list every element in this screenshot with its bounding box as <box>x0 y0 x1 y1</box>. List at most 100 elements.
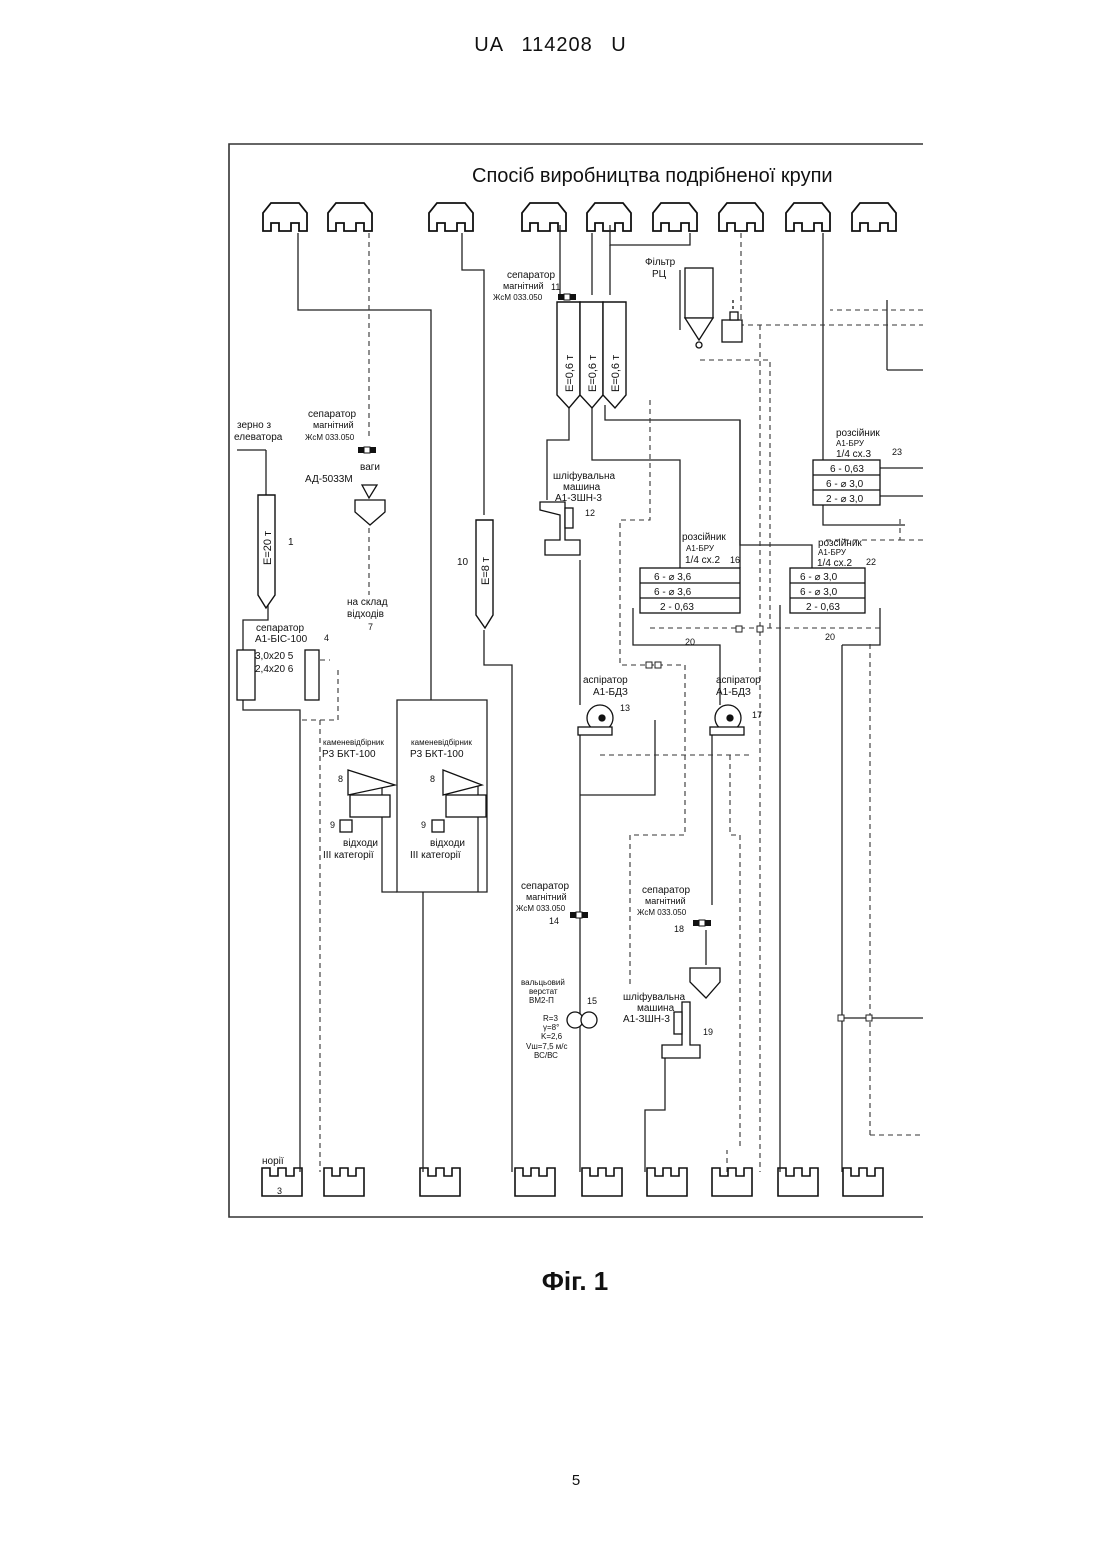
roll-param2: γ=8° <box>543 1023 559 1032</box>
elevator-cup-3 <box>420 1168 460 1196</box>
waste2-line1: відходи <box>430 838 465 849</box>
filter-line2: РЦ <box>652 269 667 280</box>
hopper-top-2 <box>328 203 372 231</box>
sifter23-line3: 1/4 сх.3 <box>836 449 871 460</box>
sifter22-line3: 1/4 сх.2 <box>817 558 852 569</box>
mag18-line1: сепаратор <box>642 885 690 896</box>
mag11-line2: магнітний <box>503 281 544 291</box>
roll-line2: верстат <box>529 987 558 996</box>
label-n12: 12 <box>585 508 595 518</box>
mag-left-line1: сепаратор <box>308 409 356 420</box>
elevator-cup-8 <box>778 1168 818 1196</box>
mag18-line2: магнітний <box>645 896 686 906</box>
stone-separator-1 <box>340 770 395 832</box>
roll-line3: ВМ2-П <box>529 996 554 1005</box>
hopper-top-3 <box>429 203 473 231</box>
roller-mill-15 <box>567 1012 597 1028</box>
elevator-cup-9 <box>843 1168 883 1196</box>
hopper-top-5 <box>587 203 631 231</box>
waste1-line1: відходи <box>343 838 378 849</box>
stone1-line2: Р3 БКТ-100 <box>322 749 376 760</box>
hopper-top-8 <box>786 203 830 231</box>
elevator-cup-2 <box>324 1168 364 1196</box>
label-n13: 13 <box>620 703 630 713</box>
scales-ad-50 <box>355 485 385 525</box>
sifter16-row2: 6 - ⌀ 3,6 <box>654 587 692 598</box>
diagram-title: Спосіб виробництва подрібненої крупи <box>472 165 833 187</box>
bin-10-capacity: Е=8 т <box>480 557 492 585</box>
elevator-cup-7 <box>712 1168 752 1196</box>
mag14-line3: ЖсМ 033.050 <box>516 904 566 913</box>
sifter16-line3: 1/4 сх.2 <box>685 555 720 566</box>
sieve-a: 3,0х20 5 <box>255 651 294 662</box>
label-n18: 18 <box>674 924 684 934</box>
mag11-line3: ЖсМ 033.050 <box>493 293 543 302</box>
mag-left-line2: магнітний <box>313 420 354 430</box>
mag14-line1: сепаратор <box>521 881 569 892</box>
elevator-cup-4 <box>515 1168 555 1196</box>
magnetic-separator-18 <box>693 920 711 926</box>
sifter16-line1: розсійник <box>682 532 726 543</box>
sifter16-row1: 6 - ⌀ 3,6 <box>654 572 692 583</box>
label-n16: 16 <box>730 555 740 565</box>
hopper-top-7 <box>719 203 763 231</box>
bottom-elevators <box>262 1168 883 1196</box>
bin-b: Е=0,6 т <box>587 355 599 392</box>
label-n20a: 20 <box>685 637 695 647</box>
sifter22-row3: 2 - 0,63 <box>806 602 840 613</box>
roll-param1: R=3 <box>543 1014 558 1023</box>
norii-label: норії <box>262 1156 284 1167</box>
sieve-b: 2,4х20 6 <box>255 664 294 675</box>
sifter23-line1: розсійник <box>836 428 880 439</box>
filter-rts <box>685 268 742 348</box>
bin-1-capacity: Е=20 т <box>262 531 274 565</box>
label-n19: 19 <box>703 1027 713 1037</box>
scales-line2: АД-5033М <box>305 474 353 485</box>
top-hoppers <box>263 203 896 231</box>
label-n9b: 9 <box>421 820 426 830</box>
grind12-line1: шліфувальна <box>553 470 616 482</box>
hopper-top-9 <box>852 203 896 231</box>
magnetic-separator-11 <box>558 294 576 300</box>
asp17-line1: аспіратор <box>716 675 761 686</box>
hopper-top-1 <box>263 203 307 231</box>
label-n8a: 8 <box>338 774 343 784</box>
waste-store-line1: на склад <box>347 597 388 608</box>
label-n22: 22 <box>866 557 876 567</box>
roll-line1: вальцьовий <box>521 978 565 987</box>
aspirator-13 <box>578 705 613 735</box>
label-n14: 14 <box>549 916 559 926</box>
label-n11: 11 <box>551 282 560 292</box>
sep-a1-line1: сепаратор <box>256 623 304 634</box>
stone1-line1: каменевідбірник <box>323 738 384 747</box>
mag-left-line3: ЖсМ 033.050 <box>305 433 355 442</box>
mag14-line2: магнітний <box>526 892 567 902</box>
sifter23-row2: 6 - ⌀ 3,0 <box>826 479 864 490</box>
sep-a1-line2: А1-БІС-100 <box>255 634 308 645</box>
stone2-line1: каменевідбірник <box>411 738 472 747</box>
label-n7: 7 <box>368 622 373 632</box>
magnetic-separator-14 <box>570 912 588 918</box>
stone2-line2: Р3 БКТ-100 <box>410 749 464 760</box>
waste2-line2: ІІІ категорії <box>410 850 461 861</box>
filter-line1: Фільтр <box>645 257 676 268</box>
label-n23: 23 <box>892 447 902 457</box>
asp13-line1: аспіратор <box>583 675 628 686</box>
grind19-line2: машина <box>637 1003 675 1014</box>
bin-10: Е=8 т <box>476 520 493 628</box>
sifter23-row3: 2 - ⌀ 3,0 <box>826 494 864 505</box>
label-n3: 3 <box>277 1186 282 1196</box>
grain-source-line2: елеватора <box>234 432 283 443</box>
sifter23-row1: 6 - 0,63 <box>830 464 864 475</box>
asp17-line2: А1-БДЗ <box>716 687 751 698</box>
sifter22-row2: 6 - ⌀ 3,0 <box>800 587 838 598</box>
bin-1: Е=20 т <box>258 495 275 608</box>
waste-store-line2: відходів <box>347 609 384 620</box>
roll-param4: Vш=7,5 м/с <box>526 1042 568 1051</box>
label-n9a: 9 <box>330 820 335 830</box>
roll-param5: ВС/ВС <box>534 1051 558 1060</box>
figure-caption: Фіг. 1 <box>0 1266 1101 1297</box>
hopper-top-6 <box>653 203 697 231</box>
label-n4: 4 <box>324 633 329 643</box>
